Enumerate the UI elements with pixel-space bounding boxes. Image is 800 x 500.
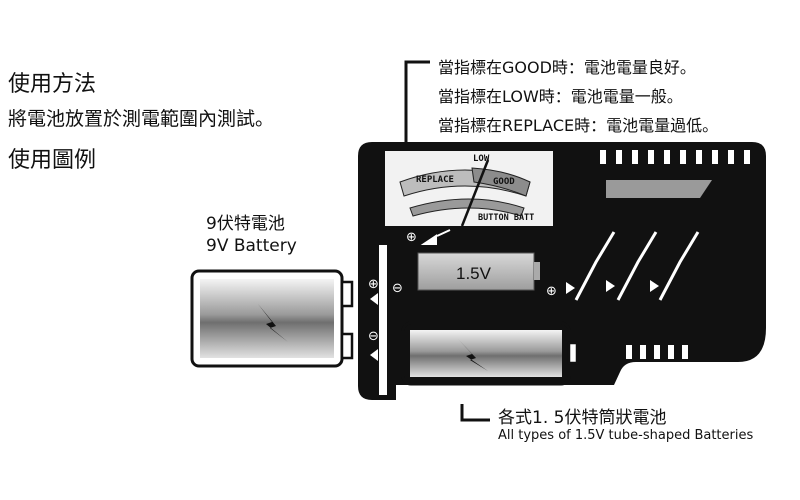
meter-label-button-batt: BUTTON BATT — [478, 213, 534, 223]
note-good: 當指標在GOOD時：電池電量良好。 — [438, 58, 696, 77]
battery-9v-label-en: 9V Battery — [206, 236, 297, 256]
meter-callout-line — [404, 60, 430, 158]
note-low: 當指標在LOW時：電池電量一般。 — [438, 87, 683, 106]
lightning-bolt-icon — [258, 304, 288, 342]
usage-title: 使用方法 — [8, 72, 97, 97]
slot-1-5v: 1.5V — [417, 252, 540, 291]
bottom-grille — [626, 345, 688, 359]
contact-arrow-icon — [420, 229, 451, 245]
spring-contacts — [574, 231, 700, 301]
tube-battery-label-en: All types of 1.5V tube-shaped Batteries — [498, 428, 754, 443]
slot-voltage-label: 1.5V — [456, 264, 492, 283]
meter-label-low: LOW — [473, 154, 490, 164]
contact-arrow-2-icon — [606, 280, 615, 292]
legend-title: 使用圖例 — [8, 148, 97, 173]
left-contact-bar — [379, 245, 387, 395]
top-grille — [600, 150, 750, 164]
slot-arrow-icon — [566, 282, 575, 294]
left-minus-symbol: ⊖ — [392, 281, 403, 296]
lower-minus-symbol: ⊖ — [368, 329, 379, 344]
lower-arrow-icon — [370, 349, 378, 361]
meter-plus-symbol: ⊕ — [406, 230, 417, 245]
battery-9v-label-zh: 9伏特電池 — [206, 214, 285, 234]
contact-arrow-3-icon — [650, 280, 659, 292]
tube-callout-line — [460, 404, 490, 422]
slot-plus-symbol: ⊕ — [546, 284, 557, 299]
meter-display: REPLACE LOW GOOD BUTTON BATT — [383, 149, 555, 228]
battery-9v-label: 9伏特電池 9V Battery — [206, 213, 297, 257]
left-plus-symbol: ⊕ — [368, 277, 379, 292]
button-battery-window — [606, 180, 712, 198]
meter-label-replace: REPLACE — [416, 175, 454, 185]
tube-battery-label: 各式1. 5伏特筒狀電池 All types of 1.5V tube-shap… — [498, 409, 753, 445]
lightning-bolt-2-icon — [458, 339, 488, 371]
battery-9v — [190, 269, 354, 368]
battery-tube — [401, 321, 579, 386]
left-arrow-icon — [370, 293, 378, 305]
meter-needle — [460, 159, 490, 227]
meter-label-good: GOOD — [493, 177, 515, 187]
usage-description: 將電池放置於測電範圍內測試。 — [8, 108, 275, 130]
note-replace: 當指標在REPLACE時：電池電量過低。 — [438, 116, 719, 135]
tube-battery-label-zh: 各式1. 5伏特筒狀電池 — [498, 408, 667, 428]
